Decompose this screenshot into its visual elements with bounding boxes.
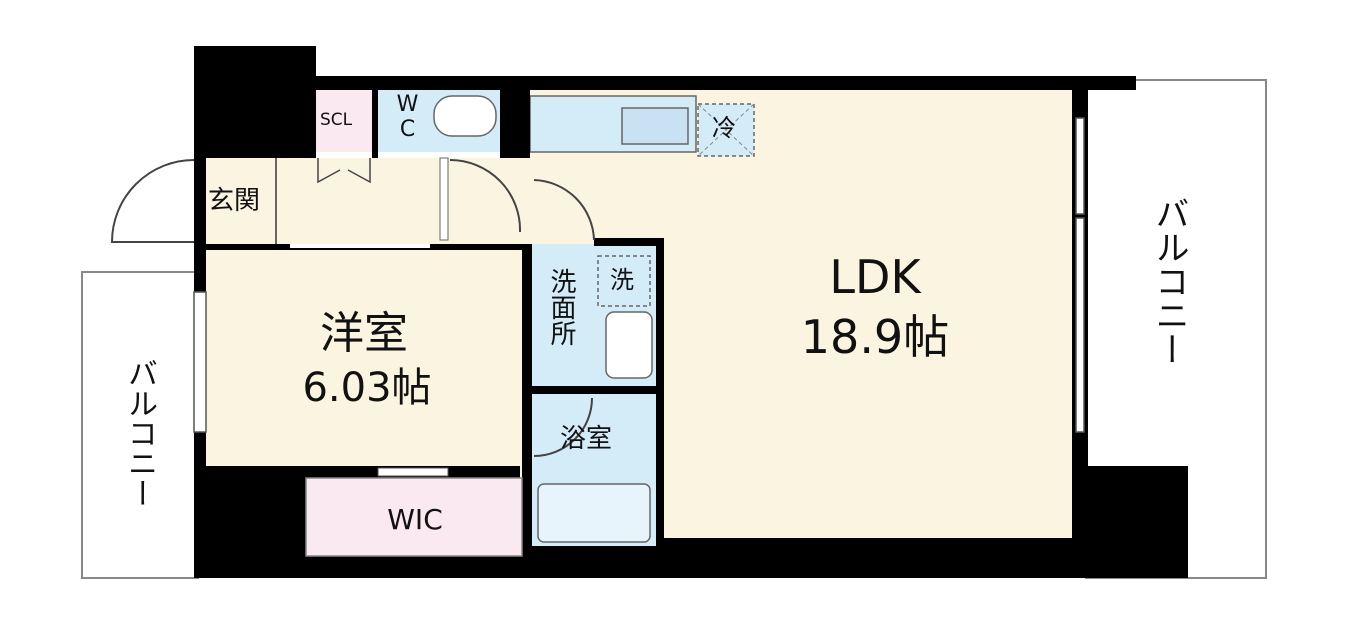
hall-door-swing (449, 159, 522, 233)
wash-basin (605, 311, 653, 379)
scl-area (316, 90, 372, 152)
wc-toilet (433, 95, 497, 137)
bath-label: 浴室 (560, 424, 613, 454)
wall-top (316, 76, 1136, 90)
ldk-window-upper (1075, 117, 1085, 215)
western-window (193, 291, 207, 433)
bathtub (537, 483, 651, 543)
wall-block-top-left (194, 46, 316, 158)
kitchen-sink (621, 107, 689, 145)
washer-space (597, 255, 651, 307)
western-right-wall (522, 244, 532, 552)
balcony-left-outline (81, 271, 199, 579)
scl-door (317, 158, 371, 184)
balcony-right-label: バルコニー (1149, 196, 1189, 366)
wic-area (305, 477, 523, 557)
western-room-area (206, 250, 522, 466)
wc-label: WC (395, 92, 420, 142)
washroom-door-swing (533, 179, 595, 241)
balcony-left-label: バルコニー (122, 358, 157, 508)
entrance-label: 玄関 (208, 186, 261, 216)
washroom-wall-top (594, 238, 664, 246)
western-size: 6.03帖 (302, 365, 432, 411)
hall-partition (439, 157, 449, 241)
ldk-size: 18.9帖 (800, 310, 950, 364)
wc-wall-right (500, 90, 530, 158)
western-name: 洋室 (320, 308, 408, 359)
wic-label: WIC (387, 503, 443, 536)
washroom-wall-right (656, 238, 664, 538)
ldk-name: LDK (829, 250, 921, 304)
ldk-window-lower (1075, 217, 1085, 433)
wic-door (377, 467, 449, 477)
entrance-door-swing (110, 159, 195, 243)
hall-area (206, 158, 524, 244)
washroom-label: 洗面所 (546, 268, 576, 346)
scl-label: SCL (320, 110, 353, 130)
bath-door-swing (533, 397, 593, 457)
scl-wc-divider (372, 90, 378, 158)
fridge-symbol: 冷 (712, 114, 736, 142)
bath-wall-top (532, 386, 656, 394)
washer-symbol: 洗 (610, 266, 634, 294)
fridge-cross-b (697, 103, 755, 157)
